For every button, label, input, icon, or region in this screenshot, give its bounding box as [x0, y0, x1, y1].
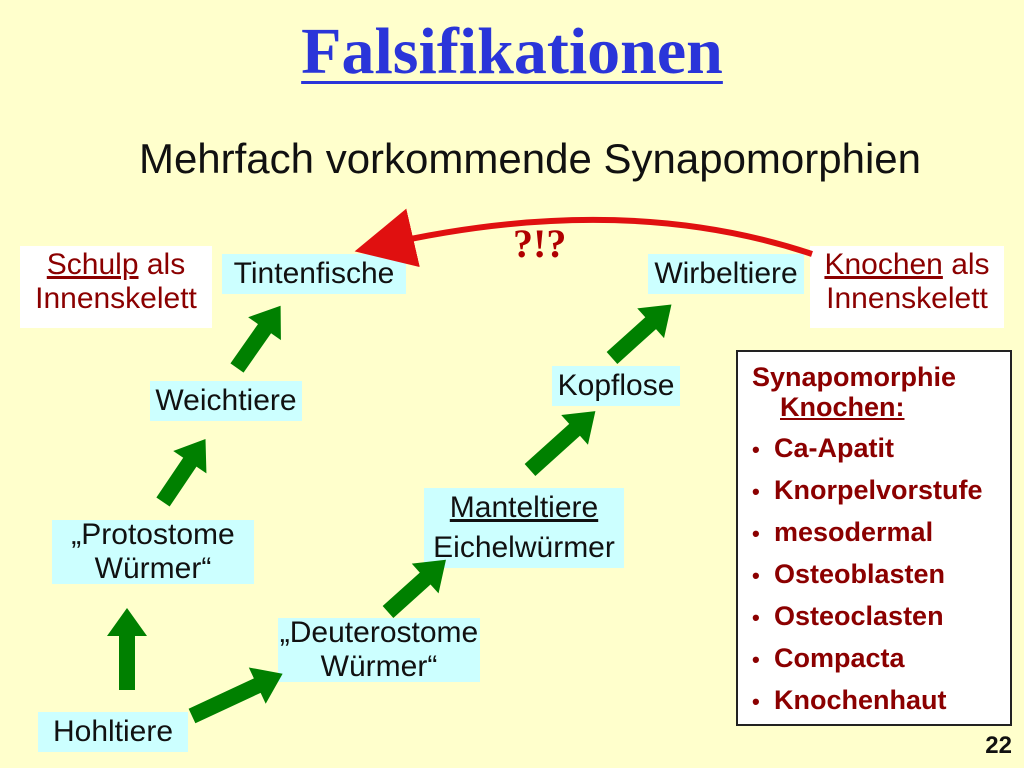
node-kopflose: Kopflose — [552, 366, 680, 406]
node-hohltiere-label: Hohltiere — [52, 715, 174, 748]
legend-item-label: Knochenhaut — [774, 685, 947, 715]
right-note: Knochen als Innenskelett — [810, 246, 1004, 328]
arrow-hohltiere-protostome — [107, 608, 147, 690]
bullet-icon: • — [752, 437, 760, 462]
legend-item-label: Knorpelvorstufe — [774, 475, 983, 505]
bullet-icon: • — [752, 605, 760, 630]
list-item: • Knorpelvorstufe — [752, 470, 1002, 512]
node-wirbeltiere-label: Wirbeltiere — [654, 257, 798, 290]
node-hohltiere: Hohltiere — [38, 712, 188, 752]
list-item: • Compacta — [752, 638, 1002, 680]
node-manteltiere-label: Manteltiere — [449, 491, 599, 524]
synapomorphy-legend: Synapomorphie Knochen: • Ca-Apatit • Knorp… — [736, 350, 1012, 726]
legend-list: •Ca-Apatit •Knorpelvorstufe •mesodermal … — [752, 428, 1002, 722]
page-number: 22 — [985, 732, 1012, 759]
bullet-icon: • — [752, 647, 760, 672]
list-item: • mesodermal — [752, 512, 1002, 554]
list-item: • Osteoblasten — [752, 554, 1002, 596]
legend-item-label: Ca-Apatit — [774, 433, 894, 463]
right-note-line2: Innenskelett — [826, 282, 988, 315]
node-wirbeltiere: Wirbeltiere — [648, 254, 804, 294]
list-item: • Knochenhaut — [752, 680, 1002, 722]
convergence-curve-arrow — [354, 208, 813, 268]
legend-item-label: mesodermal — [774, 517, 934, 547]
node-deuterostome: „Deuterostome Würmer“ — [278, 616, 480, 683]
node-protostome-line1: „Protostome — [71, 518, 235, 551]
node-kopflose-label: Kopflose — [557, 369, 675, 402]
left-note-keyword: Schulp — [46, 248, 139, 281]
arrow-weichtiere-tintenfische — [230, 305, 281, 373]
green-arrows — [107, 304, 672, 724]
legend-heading: Synapomorphie — [752, 362, 957, 392]
legend-item-label: Osteoclasten — [774, 601, 944, 631]
legend-item-label: Osteoblasten — [774, 559, 946, 589]
arrow-protostome-weichtiere — [156, 438, 207, 507]
list-item: • Osteoclasten — [752, 596, 1002, 638]
legend-item-label: Compacta — [774, 643, 905, 673]
left-note-line2: Innenskelett — [35, 282, 197, 315]
bullet-icon: • — [752, 563, 760, 588]
right-note-keyword: Knochen — [824, 248, 943, 281]
arrow-hohltiere-deuterostome — [188, 667, 283, 724]
right-note-rest: als — [942, 248, 990, 281]
slide-subtitle: Mehrfach vorkommende Synapomorphien — [138, 135, 922, 182]
left-note: Schulp als Innenskelett — [20, 246, 212, 328]
arrow-kopflose-wirbeltiere — [606, 304, 672, 364]
bullet-icon: • — [752, 689, 760, 714]
bullet-icon: • — [752, 521, 760, 546]
node-weichtiere: Weichtiere — [150, 381, 302, 421]
arrow-mantel-kopflose — [524, 411, 596, 476]
node-deuterostome-line2: Würmer“ — [320, 650, 438, 683]
node-protostome-line2: Würmer“ — [94, 552, 212, 585]
node-protostome: „Protostome Würmer“ — [52, 518, 254, 585]
slide-title: Falsifikationen — [301, 15, 723, 88]
list-item: • Ca-Apatit — [752, 428, 1002, 470]
node-eichelwuermer-label: Eichelwürmer — [433, 531, 615, 564]
left-note-rest: als — [138, 248, 186, 281]
legend-subheading: Knochen: — [780, 392, 905, 422]
arrow-deuterostome-mantel — [382, 559, 446, 618]
node-deuterostome-line1: „Deuterostome — [279, 616, 479, 649]
node-manteltiere-eichelwuermer: Manteltiere Eichelwürmer — [424, 488, 624, 568]
bullet-icon: • — [752, 479, 760, 504]
node-weichtiere-label: Weichtiere — [155, 384, 297, 417]
question-marks: ?!? — [513, 221, 567, 266]
